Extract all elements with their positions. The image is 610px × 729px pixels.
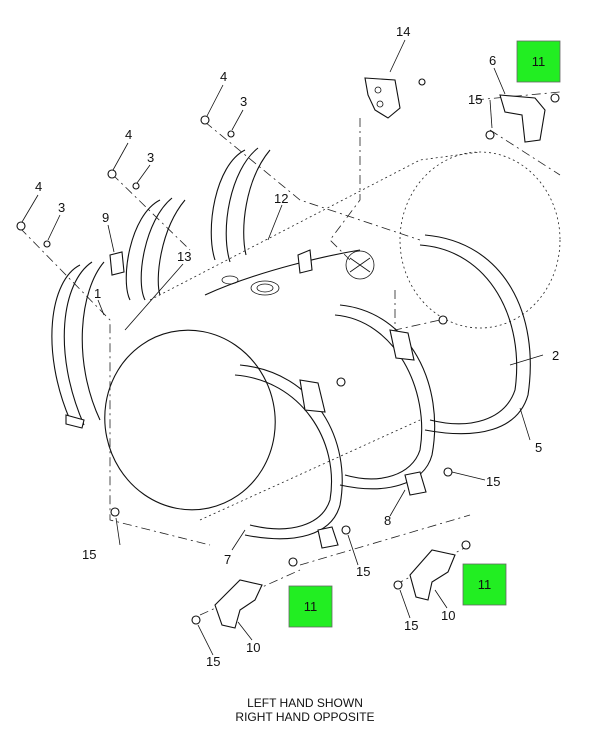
highlight-11[interactable]: 11	[478, 577, 492, 592]
callout-1: 1	[94, 286, 101, 301]
upper-strap-left	[51, 261, 105, 429]
callout-12: 12	[274, 191, 288, 206]
callout-10: 10	[246, 640, 260, 655]
caption-line-2: RIGHT HAND OPPOSITE	[235, 710, 375, 724]
highlight-11[interactable]: 11	[532, 54, 546, 69]
callout-9: 9	[102, 210, 109, 225]
hardware	[16, 115, 453, 535]
callout-15: 15	[356, 564, 370, 579]
highlight-callouts: 11 11 11	[288, 40, 561, 628]
callout-15: 15	[404, 618, 418, 633]
upper-strap-right	[210, 147, 271, 263]
callout-2: 2	[552, 348, 559, 363]
upper-strap-middle	[125, 197, 186, 301]
bracket-10-left	[191, 557, 298, 629]
callout-15: 15	[468, 92, 482, 107]
bracket-6	[485, 93, 560, 143]
bracket-12	[297, 249, 313, 274]
callout-3: 3	[58, 200, 65, 215]
bracket-14	[364, 77, 426, 119]
callout-5: 5	[535, 440, 542, 455]
strap-middle	[334, 304, 436, 496]
leader-lines	[21, 39, 544, 656]
callout-6: 6	[489, 53, 496, 68]
callout-15: 15	[486, 474, 500, 489]
callout-labels: 4 3 4 3 4 3 9 13 1 12 14 6 15 2 5 15 8 1…	[35, 24, 559, 669]
strap-rear	[419, 234, 531, 435]
bracket-10-right	[393, 540, 471, 601]
callout-8: 8	[384, 513, 391, 528]
callout-4: 4	[220, 69, 227, 84]
callout-10: 10	[441, 608, 455, 623]
bracket-9	[109, 251, 125, 276]
callout-15: 15	[82, 547, 96, 562]
callout-3: 3	[240, 94, 247, 109]
highlight-box[interactable]	[288, 585, 333, 628]
callout-14: 14	[396, 24, 410, 39]
strap-front	[234, 364, 343, 549]
fuel-tank	[104, 151, 561, 521]
callout-7: 7	[224, 552, 231, 567]
caption-line-1: LEFT HAND SHOWN	[247, 696, 363, 710]
callout-3: 3	[147, 150, 154, 165]
highlight-11[interactable]: 11	[304, 599, 318, 614]
highlight-box[interactable]	[462, 563, 507, 606]
callout-4: 4	[125, 127, 132, 142]
callout-13: 13	[177, 249, 191, 264]
center-lines	[19, 91, 561, 616]
callout-4: 4	[35, 179, 42, 194]
callout-15: 15	[206, 654, 220, 669]
highlight-box[interactable]	[516, 40, 561, 83]
